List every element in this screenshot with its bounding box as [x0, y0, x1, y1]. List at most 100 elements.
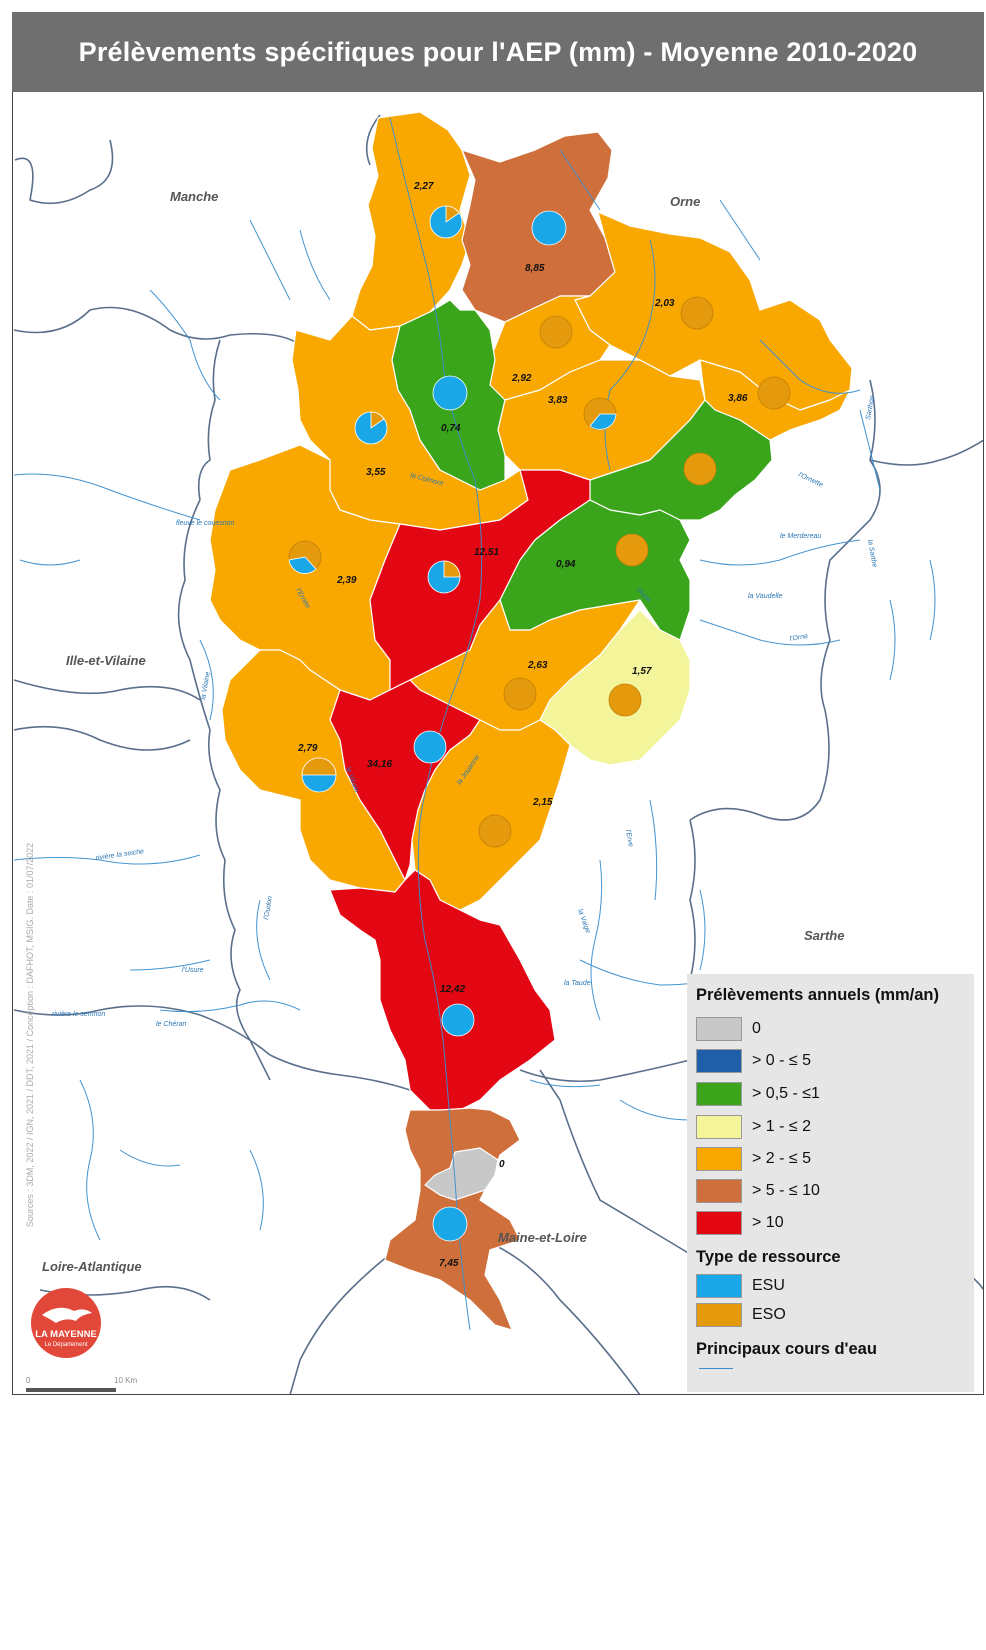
basin-value-label: 3,86	[728, 393, 748, 404]
legend-label: > 2 - ≤ 5	[752, 1150, 812, 1167]
dept-label-orne: Orne	[670, 194, 700, 209]
resource-pies	[288, 205, 791, 1242]
legend-label: > 1 - ≤ 2	[752, 1118, 812, 1135]
scale-bar-rect	[26, 1388, 116, 1392]
basin-value-label: 3,83	[548, 395, 568, 406]
pie-esu	[432, 375, 468, 411]
legend-item-class-0-5: > 0 - ≤ 5	[696, 1048, 811, 1074]
basin-value-label: 2,63	[527, 660, 548, 671]
legend-item-esu: ESU	[696, 1273, 785, 1299]
basin-value-label: 2,79	[297, 743, 318, 754]
dept-label-sarthe: Sarthe	[804, 928, 844, 943]
legend-label: 0	[752, 1020, 761, 1037]
basin-value-label: 2,15	[532, 797, 553, 808]
pie-eso	[608, 683, 642, 717]
river-label-orne: l'Orne	[789, 633, 808, 643]
pie-esu-slice	[589, 413, 617, 430]
legend-swatch	[696, 1017, 742, 1041]
pie-esu	[432, 1206, 468, 1242]
rivers	[13, 117, 936, 1331]
river-label-vilaine: la Vilaine	[200, 671, 212, 700]
map-title: Prélèvements spécifiques pour l'AEP (mm)…	[78, 36, 918, 67]
basin-value-label: 8,85	[525, 263, 545, 274]
river-label-usure: l'Usure	[182, 967, 204, 974]
legend-item-class-1-2: > 1 - ≤ 2	[696, 1114, 811, 1140]
dept-label-manche: Manche	[170, 189, 218, 204]
river-label-taude: la Taude	[564, 980, 591, 987]
legend-item-class-5-10: > 5 - ≤ 10	[696, 1178, 820, 1204]
legend-swatch	[696, 1179, 742, 1203]
pie-esu-slice	[288, 556, 317, 574]
river-label-oudon: l'Oudon	[263, 895, 274, 920]
pie-esu	[413, 730, 447, 764]
legend-label: ESO	[752, 1306, 786, 1323]
legend-item-class-0: 0	[696, 1016, 761, 1042]
river-label-vaige: la Vaige	[576, 908, 591, 934]
river-label-cheran: le Chéran	[156, 1021, 186, 1028]
legend-item-class-2-5: > 2 - ≤ 5	[696, 1146, 811, 1172]
logo-title: LA MAYENNE	[35, 1329, 97, 1340]
basin-value-label: 2,92	[511, 373, 532, 384]
pie-eso	[683, 452, 717, 486]
basin-value-label: 2,27	[413, 181, 434, 192]
basin-value-label: 0,94	[556, 559, 576, 570]
basin-value-label: 2,39	[336, 575, 357, 586]
legend-label: > 10	[752, 1214, 784, 1231]
basin-value-label: 3,55	[366, 467, 386, 478]
pie-eso	[478, 814, 512, 848]
basin-value-label: 34,16	[367, 759, 392, 770]
basin-value-label: 2,03	[654, 298, 675, 309]
legend-label: ESU	[752, 1277, 785, 1294]
scale-end-label: 10 Km	[114, 1376, 137, 1385]
legend: Prélèvements annuels (mm/an) 0 > 0 - ≤ 5…	[687, 974, 974, 1392]
la-mayenne-logo: LA MAYENNE Le Département	[31, 1288, 101, 1358]
dept-label-ille-et-vilaine: Ille-et-Vilaine	[66, 653, 146, 668]
dept-label-loire-atlantique: Loire-Atlantique	[42, 1259, 142, 1274]
river-label-merdereau: le Merdereau	[780, 533, 821, 540]
scale-bar: 0 10 Km	[26, 1374, 156, 1399]
legend-item-class-0-5-1: > 0,5 - ≤1	[696, 1081, 820, 1107]
legend-swatch	[696, 1274, 742, 1298]
pie-eso	[539, 315, 573, 349]
legend-label: > 0 - ≤ 5	[752, 1052, 812, 1069]
legend-river-line	[699, 1368, 733, 1369]
basin-value-label: 0	[499, 1159, 505, 1170]
pie-eso-slice	[443, 560, 461, 578]
legend-item-class-10: > 10	[696, 1210, 784, 1236]
title-bar: Prélèvements spécifiques pour l'AEP (mm)…	[12, 12, 984, 92]
legend-swatch	[696, 1303, 742, 1327]
scale-start-label: 0	[26, 1376, 31, 1385]
legend-heading-ressource: Type de ressource	[696, 1248, 841, 1266]
pie-eso	[615, 533, 649, 567]
river-label-ornette: l'Ornette	[797, 471, 824, 488]
river-label-erve: l'Erve	[624, 829, 634, 847]
legend-heading-cours-eau: Principaux cours d'eau	[696, 1340, 877, 1358]
legend-heading-prelevements: Prélèvements annuels (mm/an)	[696, 986, 940, 1004]
pie-eso	[757, 376, 791, 410]
legend-swatch	[696, 1049, 742, 1073]
legend-swatch	[696, 1082, 742, 1106]
legend-label: > 0,5 - ≤1	[752, 1085, 820, 1102]
basin-value-label: 12,42	[440, 984, 465, 995]
river-label-sarthon: Sarthon	[865, 395, 876, 420]
dept-label-maine-et-loire: Maine-et-Loire	[498, 1230, 587, 1245]
legend-swatch	[696, 1115, 742, 1139]
pie-esu	[531, 210, 567, 246]
basin-value-label: 7,45	[439, 1258, 459, 1269]
basin-value-label: 12,51	[474, 547, 499, 558]
river-label-vaudelle: la Vaudelle	[748, 593, 782, 600]
basin-value-label: 1,57	[632, 666, 652, 677]
logo-subtitle: Le Département	[44, 1342, 87, 1348]
river-label-sarthe: la Sarthe	[866, 539, 878, 568]
sources-credit: Sources : 3DM, 2022 / IGN, 2021 / DDT, 2…	[25, 842, 35, 1228]
legend-item-eso: ESO	[696, 1302, 786, 1328]
river-label-seiche: rivière la seiche	[95, 848, 144, 862]
pie-eso-slice	[301, 757, 337, 776]
basin-value-label: 0,74	[441, 423, 461, 434]
map-canvas[interactable]: Manche Orne Ille-et-Vilaine Sarthe Maine…	[0, 0, 986, 1397]
legend-swatch	[696, 1147, 742, 1171]
river-label-couesnon: fleuve le couesnon	[176, 520, 234, 527]
pie-eso	[503, 677, 537, 711]
pie-esu	[441, 1003, 475, 1037]
legend-swatch	[696, 1211, 742, 1235]
